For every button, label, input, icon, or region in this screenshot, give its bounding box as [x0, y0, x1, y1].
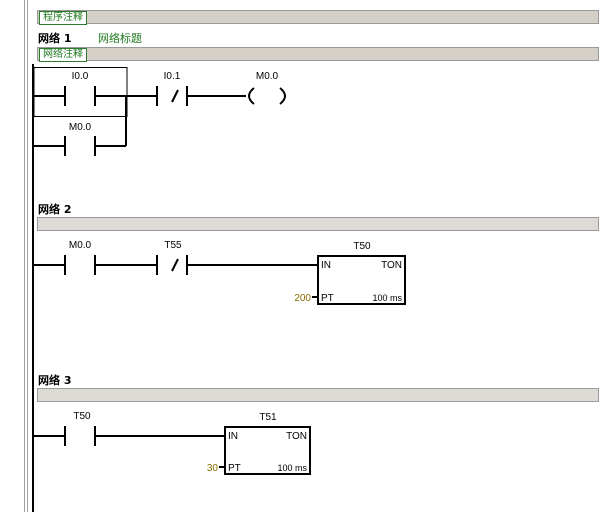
- timer-t50-type: TON: [381, 260, 402, 271]
- timer-t51-in: IN: [228, 431, 238, 442]
- coil-m00-label[interactable]: M0.0: [256, 71, 279, 82]
- contact-m00-label[interactable]: M0.0: [69, 122, 92, 133]
- network-1-label[interactable]: 网络 1: [38, 32, 72, 45]
- contact-i01-label[interactable]: I0.1: [164, 71, 181, 82]
- timer-t51-resolution: 100 ms: [277, 463, 307, 473]
- network-1-comment[interactable]: 网络注释: [39, 48, 87, 62]
- timer-t50-pt: PT: [321, 293, 334, 304]
- timer-t50-resolution: 100 ms: [372, 293, 402, 303]
- network-1-comment-bar[interactable]: 网络注释: [37, 47, 599, 62]
- timer-t50-box[interactable]: [317, 255, 406, 305]
- contact-i00-label[interactable]: I0.0: [72, 71, 89, 82]
- timer-t51-box[interactable]: [224, 426, 311, 475]
- timer-t51-pt: PT: [228, 463, 241, 474]
- timer-t50-in: IN: [321, 260, 331, 271]
- network-3-label[interactable]: 网络 3: [38, 374, 72, 387]
- network-1-title[interactable]: 网络标题: [98, 32, 142, 45]
- selection-box: [33, 67, 128, 117]
- network-2-label[interactable]: 网络 2: [38, 203, 72, 216]
- timer-t51-preset[interactable]: 30: [207, 463, 219, 474]
- timer-t51-name[interactable]: T51: [259, 412, 277, 423]
- timer-t50-preset[interactable]: 200: [294, 293, 311, 304]
- network-2-rung: [33, 255, 406, 305]
- editor-gutter: [0, 0, 28, 512]
- network-1-rung: [33, 67, 286, 156]
- timer-t51-type: TON: [286, 431, 307, 442]
- network-3-comment-bar[interactable]: [37, 388, 599, 402]
- contact-m00-n2-label[interactable]: M0.0: [69, 240, 92, 251]
- program-comment[interactable]: 程序注释: [39, 11, 87, 25]
- network-2-comment-bar[interactable]: [37, 217, 599, 231]
- contact-t55-label[interactable]: T55: [164, 240, 182, 251]
- timer-t50-name[interactable]: T50: [353, 241, 371, 252]
- program-comment-bar[interactable]: 程序注释: [37, 10, 599, 25]
- network-3-rung: [33, 426, 311, 475]
- contact-t50-label[interactable]: T50: [73, 411, 91, 422]
